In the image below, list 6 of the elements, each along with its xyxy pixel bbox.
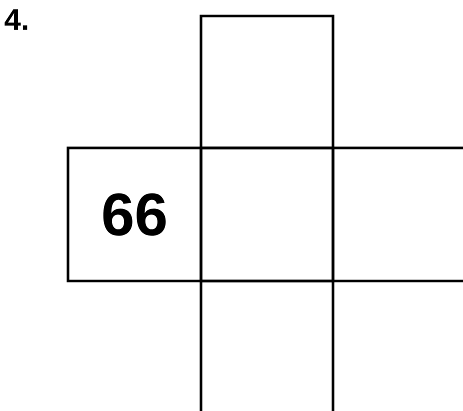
empty-box [332,146,463,282]
empty-box [200,14,334,150]
empty-box [200,280,334,411]
empty-box [200,146,334,282]
number-box: 66 [66,146,202,282]
question-number: 4. [4,9,28,30]
